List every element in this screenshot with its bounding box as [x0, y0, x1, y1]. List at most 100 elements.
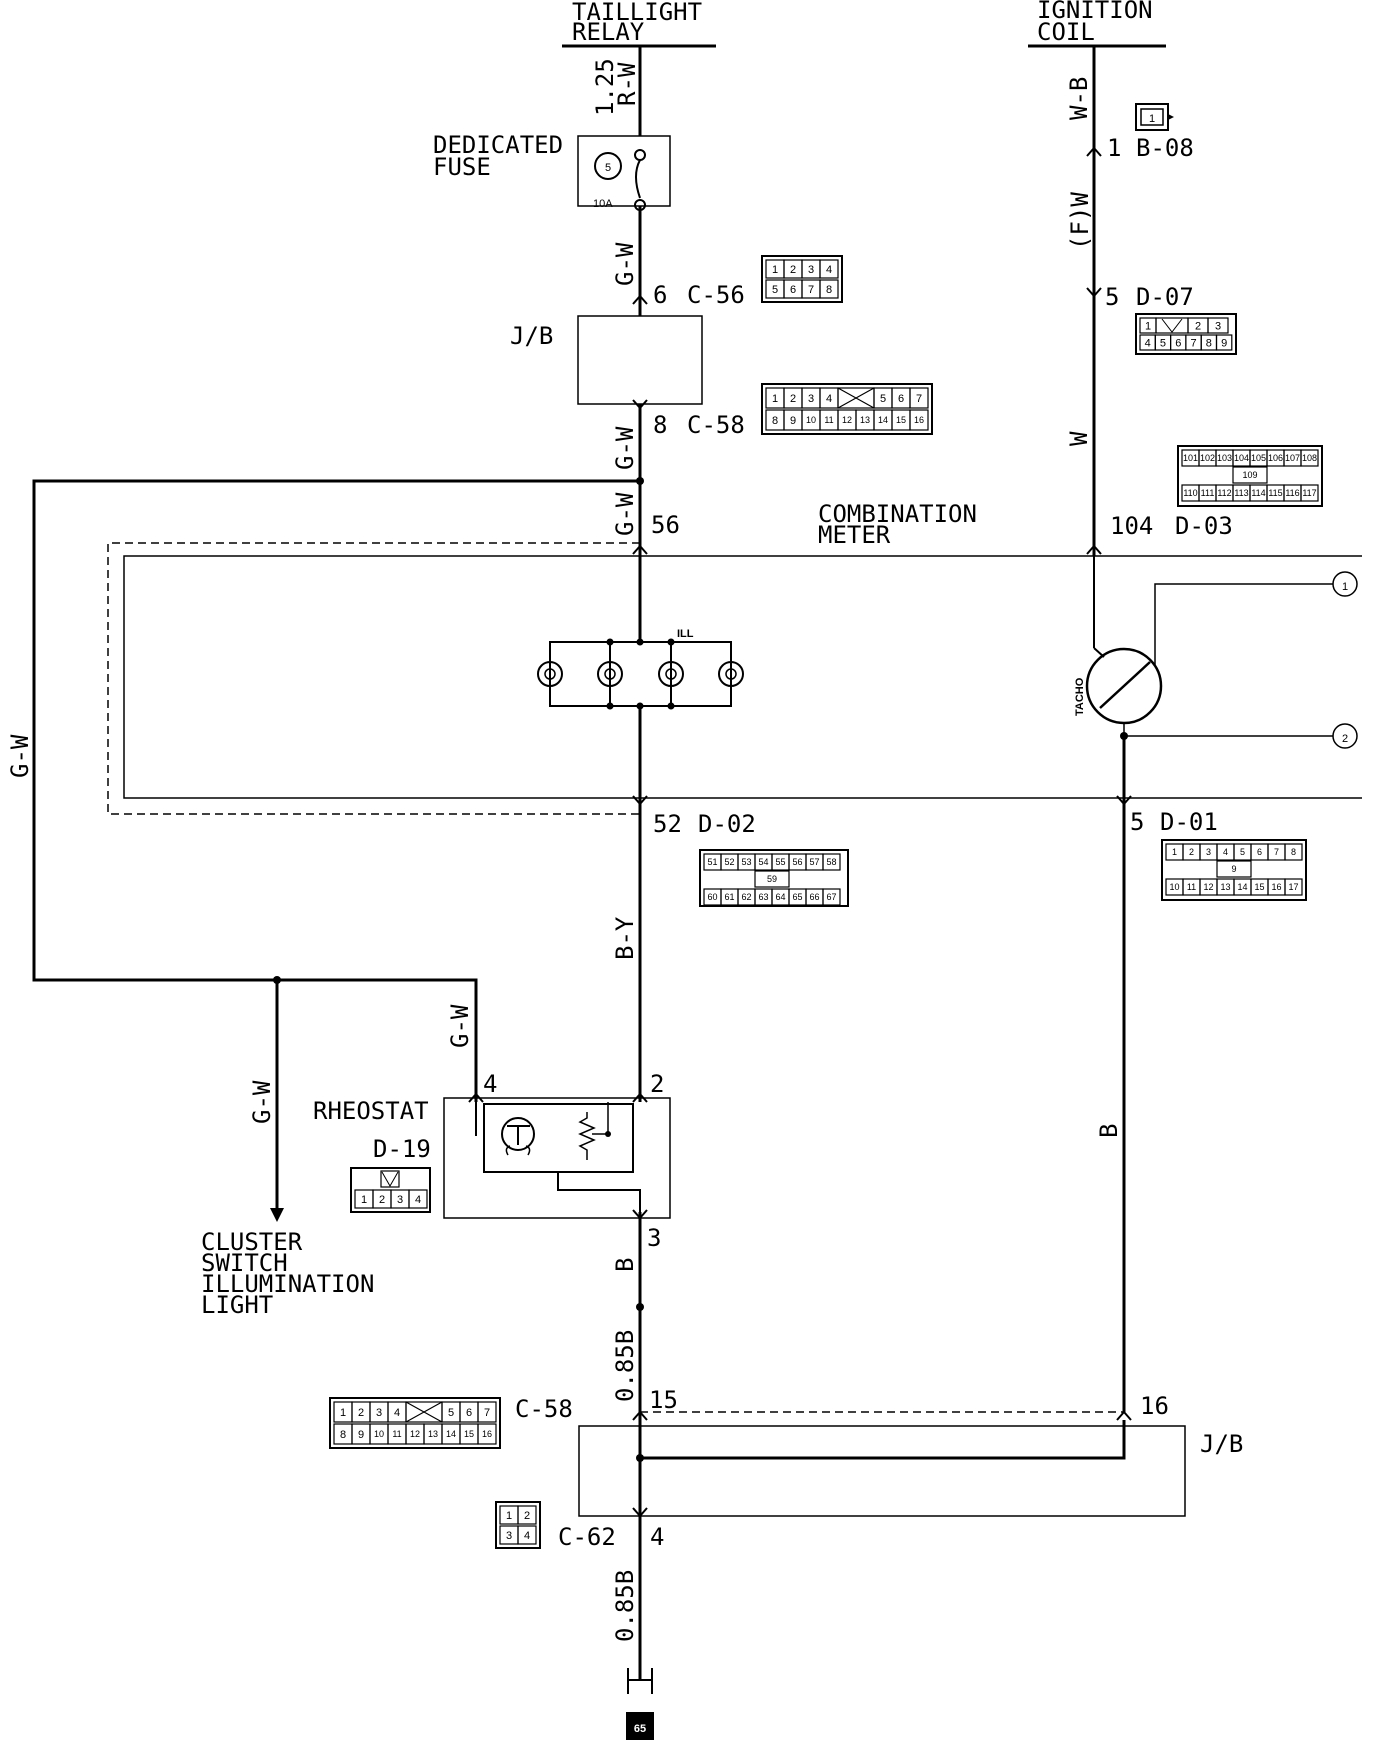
c58-top-pin-label: 4: [826, 393, 832, 405]
d03-pin-label: 106: [1268, 453, 1283, 463]
c58-top-pin-label: 9: [790, 415, 796, 427]
rheostat-pin-b: 3: [647, 1224, 661, 1252]
d19-pin-label: 2: [379, 1194, 385, 1206]
wire-color-w: W: [1065, 431, 1093, 446]
ignition-coil-label-2: COIL: [1037, 18, 1095, 46]
d03-pin-cell: [1232, 466, 1268, 484]
d07-pin-label: 1: [1145, 321, 1151, 333]
d02-pin-label: 61: [724, 892, 734, 902]
c58-bottom-pin-a: 15: [649, 1386, 678, 1414]
d07-pin-label: 6: [1175, 338, 1181, 350]
d01-pin-label: 13: [1220, 882, 1230, 892]
d01-pin-label: 1: [1172, 847, 1177, 857]
d19-key-mark: [381, 1171, 399, 1188]
d07-pin-label: 7: [1190, 338, 1196, 350]
d03-pin-label: 115: [1268, 488, 1282, 498]
b08-pin: 1: [1107, 134, 1121, 162]
c58-bottom-pin-label: 16: [482, 1429, 492, 1439]
d02-pin-label: 63: [758, 892, 768, 902]
d07-pin-cell: [1215, 334, 1233, 351]
c58-bottom-pin-b: 16: [1140, 1392, 1169, 1420]
d02-pin-label: 52: [724, 857, 734, 867]
rheostat-pin-by: 2: [650, 1070, 664, 1098]
d01-pin-label: 4: [1223, 847, 1228, 857]
c58-top-pin-label: 3: [808, 393, 814, 405]
combination-meter-label-2: METER: [818, 521, 891, 549]
cluster-label-3: ILLUMINATION: [201, 1270, 374, 1298]
c58-top-pin-label: 1: [772, 393, 778, 405]
c58-top-pin-label: 11: [824, 415, 833, 425]
cluster-label-4: LIGHT: [201, 1291, 273, 1319]
c58-bottom-pin-cell: [477, 1401, 497, 1423]
rheostat-label: RHEOSTAT: [313, 1097, 429, 1125]
c58-bottom-pin-label: 13: [428, 1429, 438, 1439]
c58-bottom-pin-cell: [477, 1423, 497, 1445]
d03-pin-label: 112: [1217, 488, 1231, 498]
connector-b08: 1 B-08 1: [1086, 103, 1194, 162]
c58-bottom-pin-label: 6: [466, 1407, 472, 1419]
c62-pin-cell: [517, 1525, 537, 1545]
d03-pin-label: 117: [1302, 488, 1316, 498]
tacho-label: TACHO: [1074, 677, 1086, 716]
d01-name: D-01: [1160, 808, 1218, 836]
c58-bottom-pin-label: 7: [484, 1407, 490, 1419]
connector-d02-in: 56: [632, 511, 680, 555]
c56-pin-label: 4: [826, 264, 832, 276]
ignition-coil-label-1: IGNITION: [1037, 0, 1153, 24]
d01-pin-label: 7: [1274, 847, 1279, 857]
combination-meter: COMBINATION METER: [107, 500, 1362, 815]
c58-bottom-pin-label: 4: [394, 1407, 400, 1419]
c58-bottom-pin-label: 8: [340, 1429, 346, 1441]
d02-pin-label: 59: [767, 874, 777, 884]
c62-name: C-62: [558, 1523, 616, 1551]
d03-pin-label: 103: [1217, 453, 1232, 463]
d01-pin-label: 14: [1237, 882, 1247, 892]
wire-color-by: B-Y: [611, 916, 639, 960]
d07-pin-label: 8: [1206, 338, 1212, 350]
c62-pin-label: 3: [506, 1530, 512, 1542]
d03-pin-label: 102: [1200, 453, 1215, 463]
d02-pin-label: 58: [826, 857, 836, 867]
d03-name: D-03: [1175, 512, 1233, 540]
jb-top-label: J/B: [510, 322, 553, 350]
lamp-1: [537, 661, 563, 687]
c58-bottom-pin-label: 3: [376, 1407, 382, 1419]
c58-top-pin-label: 6: [898, 393, 904, 405]
d03-pin: 104: [1110, 512, 1153, 540]
d19-pin-label: 4: [415, 1194, 421, 1206]
d03-pin-label: 111: [1201, 488, 1215, 498]
cluster-switch-illumination-light: CLUSTER SWITCH ILLUMINATION LIGHT: [201, 1228, 374, 1319]
ground-symbol: 65: [626, 1668, 654, 1740]
d01-pin-label: 6: [1257, 847, 1262, 857]
d02-pin-cell: [754, 870, 790, 888]
output-ref-2: 2: [1342, 733, 1348, 745]
ground-reference: 65: [634, 1723, 646, 1735]
d19-pin-cell: [408, 1189, 428, 1209]
c58-top-pin-label: 8: [772, 415, 778, 427]
d07-key-mark: [1161, 318, 1183, 333]
d03-pin-label: 104: [1234, 453, 1249, 463]
d19-pin-label: 3: [397, 1194, 403, 1206]
fuse-rating: 10A: [593, 198, 613, 210]
c56-pin-cell: [819, 259, 839, 279]
d02-pin-label: 64: [775, 892, 785, 902]
d02-pin-label: 53: [741, 857, 751, 867]
d02-pin-label: 57: [809, 857, 819, 867]
wire-b085-2: 0.85B: [611, 1570, 639, 1642]
d03-pin-label: 105: [1251, 453, 1266, 463]
c58-top-pin-label: 12: [842, 415, 852, 425]
c58-bottom-name: C-58: [515, 1395, 573, 1423]
ignition-coil: IGNITION COIL: [1028, 0, 1166, 48]
d01-pin-label: 11: [1187, 882, 1196, 892]
c58-top-pin-label: 15: [896, 415, 906, 425]
d02-pin-cell: [822, 888, 841, 906]
